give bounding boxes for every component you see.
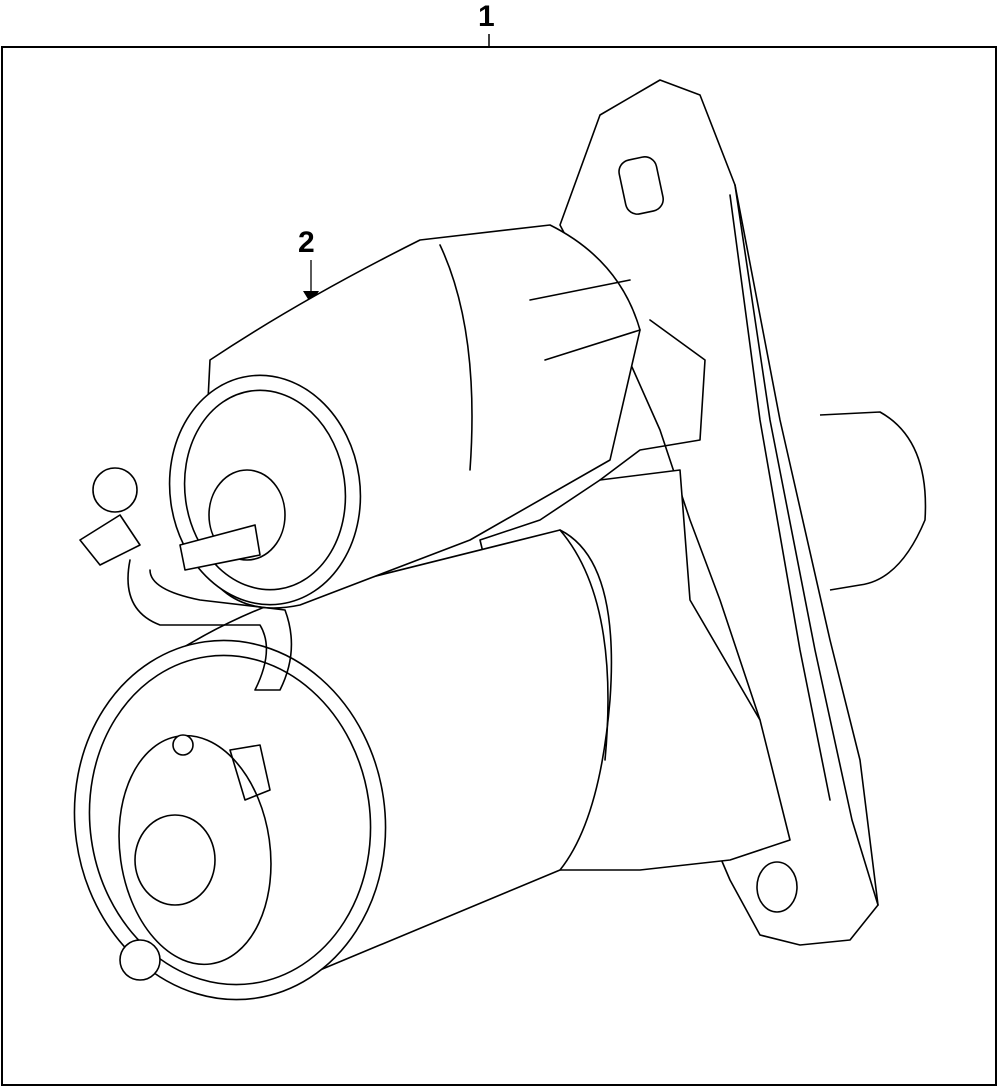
battery-terminal xyxy=(79,514,141,566)
solenoid xyxy=(79,224,641,609)
bottom-terminal xyxy=(119,939,161,981)
mounting-bracket xyxy=(559,79,927,946)
end-cap-bushing xyxy=(134,814,216,906)
top-bolt xyxy=(172,734,194,756)
upper-mount-hole xyxy=(618,156,664,215)
callout-2-label[interactable]: 2 xyxy=(298,226,315,259)
lower-mount-hole xyxy=(756,861,798,913)
solenoid-stud xyxy=(179,524,261,571)
diagram-frame xyxy=(1,46,997,1086)
callout-1-label[interactable]: 1 xyxy=(478,0,495,33)
connecting-strap xyxy=(127,559,293,691)
motor-body xyxy=(73,529,613,1001)
terminal-nut xyxy=(92,467,138,513)
motor-end-cap xyxy=(73,639,387,1001)
